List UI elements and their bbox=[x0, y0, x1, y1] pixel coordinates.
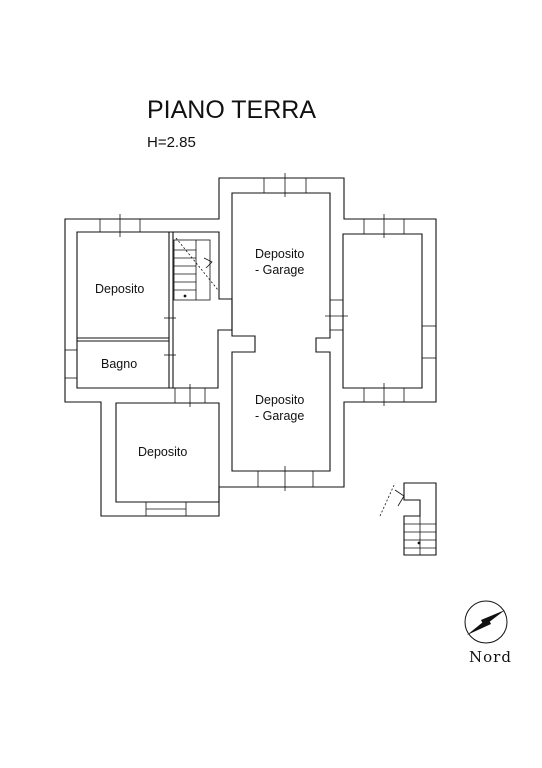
room-label-deposito-sw: Deposito bbox=[138, 445, 187, 459]
compass-label: Nord bbox=[469, 648, 512, 666]
inner-wall-left bbox=[76, 231, 233, 389]
inner-wall-east bbox=[342, 233, 423, 389]
compass-icon bbox=[464, 600, 508, 644]
inner-wall-garage bbox=[231, 192, 331, 472]
staircase-external bbox=[379, 482, 437, 556]
window-markers bbox=[64, 173, 437, 517]
room-label-garage-north: Deposito bbox=[255, 247, 304, 261]
room-label-garage-south: Deposito bbox=[255, 393, 304, 407]
room-label-garage-south-2: - Garage bbox=[255, 409, 304, 423]
outer-wall bbox=[64, 177, 437, 517]
plan-title: PIANO TERRA bbox=[147, 96, 316, 124]
room-label-bagno: Bagno bbox=[101, 357, 137, 371]
room-label-deposito-nw: Deposito bbox=[95, 282, 144, 296]
staircase-internal bbox=[173, 237, 219, 301]
ceiling-height: H=2.85 bbox=[147, 134, 196, 151]
room-label-garage-north-2: - Garage bbox=[255, 263, 304, 277]
